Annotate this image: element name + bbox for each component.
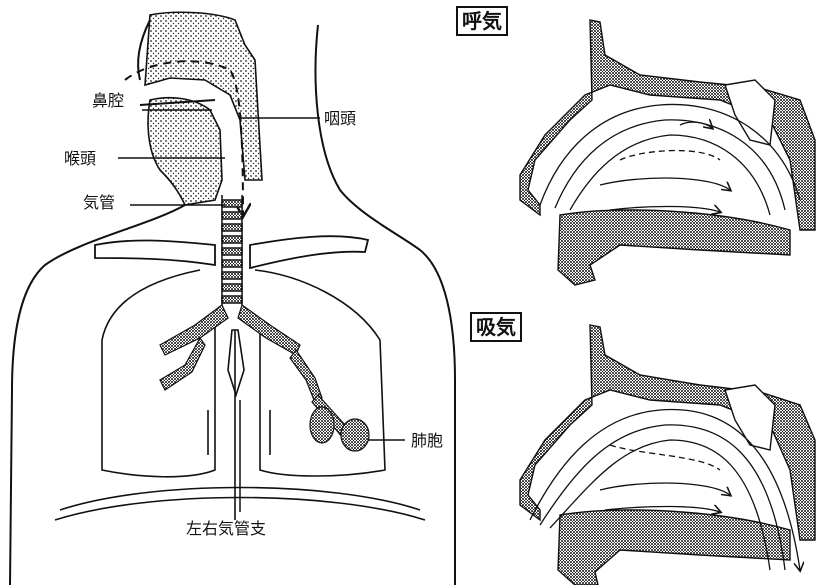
trachea-tube xyxy=(222,195,242,305)
inhale-title: 吸気 xyxy=(470,312,522,342)
label-alveoli: 肺胞 xyxy=(411,432,443,450)
inhale-nasal-section xyxy=(520,325,815,585)
label-trachea: 気管 xyxy=(83,194,115,212)
exhale-title: 呼気 xyxy=(456,6,508,36)
head-section xyxy=(125,12,262,215)
label-nasal-cavity: 鼻腔 xyxy=(92,92,124,110)
bronchial-tree xyxy=(160,305,369,451)
exhale-nasal-section xyxy=(520,20,815,285)
lungs xyxy=(102,270,385,477)
label-bronchi: 左右気管支 xyxy=(186,520,266,538)
label-larynx: 喉頭 xyxy=(64,150,96,168)
label-pharynx: 咽頭 xyxy=(324,110,356,128)
